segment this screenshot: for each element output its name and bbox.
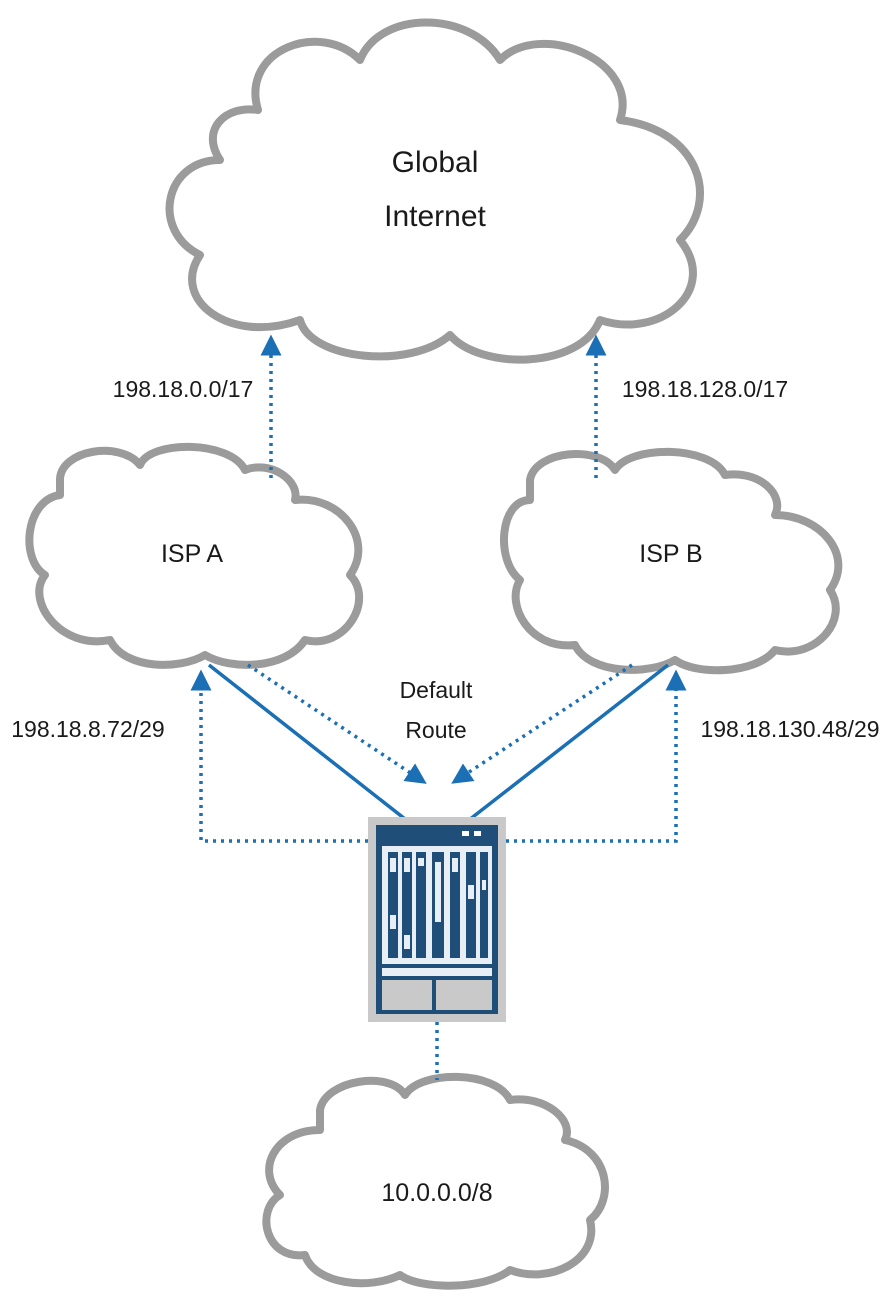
isp-a-router-solid-link — [207, 663, 435, 843]
isp-a-to-internet-label: 198.18.0.0/17 — [113, 376, 254, 402]
default-route-label-line1: Default — [400, 677, 473, 703]
local-network-label: 10.0.0.0/8 — [381, 1179, 492, 1207]
router-to-isp-b-link — [506, 669, 687, 843]
default-route-from-isp-a — [247, 663, 427, 784]
router-icon — [368, 817, 506, 1022]
global-internet-cloud: Global Internet — [165, 18, 704, 364]
default-route-from-isp-b — [451, 663, 633, 784]
isp-b-router-solid-link — [440, 663, 670, 843]
isp-b-to-internet-label: 198.18.128.0/17 — [622, 376, 788, 402]
router-to-isp-a-link — [190, 669, 368, 843]
router-to-isp-a-label: 198.18.8.72/29 — [11, 716, 164, 742]
global-internet-label-line1: Global — [392, 146, 479, 179]
isp-a-cloud: ISP A — [25, 442, 364, 669]
router-to-isp-b-label: 198.18.130.48/29 — [700, 716, 879, 742]
local-network-cloud: 10.0.0.0/8 — [262, 1072, 609, 1290]
global-internet-label-line2: Internet — [384, 200, 486, 233]
default-route-label-line2: Route — [405, 717, 466, 743]
isp-b-cloud: ISP B — [500, 447, 843, 675]
isp-b-label: ISP B — [639, 540, 702, 568]
isp-a-label: ISP A — [161, 540, 223, 568]
